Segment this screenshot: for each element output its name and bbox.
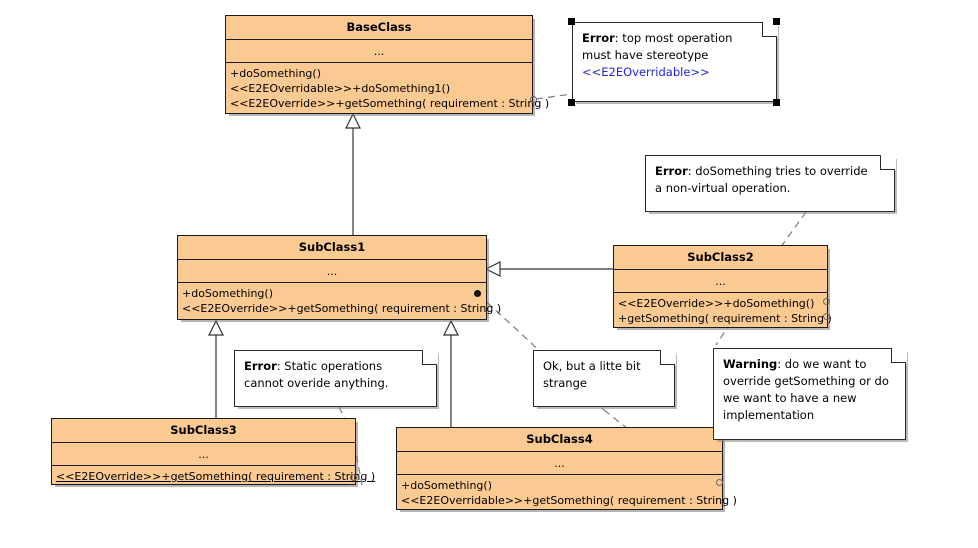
class-baseclass-name: BaseClass [226, 16, 532, 40]
note-line-1: : do we want to [777, 357, 867, 371]
operation-row: <<E2EOverride>>+getSomething( requiremen… [230, 97, 550, 110]
note-stereotype-link[interactable]: <<E2EOverridable>> [582, 65, 710, 79]
note-line-1: Ok, but a litte bit [543, 359, 641, 373]
note-stereotype-error-text: Error: top most operation must have ster… [572, 22, 777, 87]
anchor-point-subclass4-op1[interactable] [716, 479, 723, 486]
note-warning-text: Warning: do we want to override getSomet… [713, 348, 906, 430]
generalization-sub2-sub1 [484, 261, 613, 277]
note-line-2: override getSomething or do [723, 374, 889, 388]
note-ok-comment-text: Ok, but a litte bit strange [533, 350, 675, 398]
anchor-point-subclass2-op2[interactable] [823, 313, 830, 320]
class-subclass4-attributes: ... [397, 452, 722, 475]
generalization-sub4-sub1 [443, 319, 459, 427]
operation-row: <<E2EOverridable>>+doSomething1() [230, 82, 451, 95]
operation-row: +doSomething() [401, 479, 493, 492]
selection-handle-bottom-right[interactable] [773, 99, 780, 106]
class-subclass1-name: SubClass1 [178, 236, 486, 260]
note-line-2: strange [543, 376, 587, 390]
note-background [645, 155, 895, 212]
anchor-point-subclass2-op1[interactable] [823, 298, 830, 305]
note-static-error[interactable]: Error: Static operations cannot overide … [234, 349, 438, 407]
note-fold-icon [660, 350, 675, 365]
note-severity-label: Error [655, 164, 688, 178]
generalization-sub3-sub1 [208, 319, 224, 418]
note-nonvirtual-error-text: Error: doSomething tries to override a n… [645, 155, 895, 203]
note-fold-icon [762, 22, 777, 37]
note-background [572, 22, 777, 102]
operation-row: <<E2EOverridable>>+getSomething( require… [401, 494, 737, 507]
generalization-sub1-base [345, 112, 361, 235]
class-subclass3-attributes: ... [52, 443, 355, 466]
operation-row: <<E2EOverride>>+doSomething() [618, 297, 815, 310]
operation-row: +doSomething() [230, 67, 322, 80]
class-baseclass[interactable]: BaseClass ... +doSomething() <<E2EOverri… [225, 15, 550, 115]
selection-handle-top-right[interactable] [773, 18, 780, 25]
class-subclass3-operations: <<E2EOverride>>+getSomething( requiremen… [52, 466, 376, 488]
class-subclass1-operations: +doSomething() <<E2EOverride>>+getSometh… [178, 283, 502, 320]
class-subclass1-attributes: ... [178, 260, 486, 283]
class-subclass4-operations: +doSomething() <<E2EOverridable>>+getSom… [397, 475, 737, 512]
operation-row: +doSomething() [182, 287, 274, 300]
note-severity-label: Warning [723, 357, 778, 371]
note-stereotype-error[interactable]: Error: top most operation must have ster… [572, 21, 778, 102]
note-line-2: must have stereotype [582, 48, 709, 62]
note-background [713, 348, 906, 440]
anchor-point-subclass3-op1[interactable] [350, 474, 357, 481]
selection-handle-top-left[interactable] [568, 18, 575, 25]
note-severity-label: Error [582, 31, 615, 45]
note-line-4: implementation [723, 408, 815, 422]
note-static-error-text: Error: Static operations cannot overide … [234, 350, 437, 398]
anchor-point-baseclass-right[interactable] [530, 96, 537, 103]
note-line-1: : Static operations [276, 359, 383, 373]
operation-row-static: <<E2EOverride>>+getSomething( requiremen… [56, 470, 376, 483]
note-fold-icon [880, 155, 895, 170]
class-subclass4-name: SubClass4 [397, 428, 722, 452]
class-baseclass-operations: +doSomething() <<E2EOverridable>>+doSome… [226, 63, 550, 115]
note-line-2: a non-virtual operation. [655, 181, 791, 195]
note-warning[interactable]: Warning: do we want to override getSomet… [713, 347, 907, 440]
selection-handle-bottom-left[interactable] [568, 99, 575, 106]
note-nonvirtual-error[interactable]: Error: doSomething tries to override a n… [645, 154, 896, 212]
note-ok-comment[interactable]: Ok, but a litte bit strange [533, 349, 676, 407]
class-subclass3-name: SubClass3 [52, 419, 355, 443]
operation-row: <<E2EOverride>>+getSomething( requiremen… [182, 302, 502, 315]
class-subclass3[interactable]: SubClass3 ... <<E2EOverride>>+getSomethi… [51, 418, 376, 488]
class-subclass2[interactable]: SubClass2 ... <<E2EOverride>>+doSomethin… [613, 245, 832, 330]
class-subclass2-attributes: ... [614, 270, 827, 293]
note-line-1: : top most operation [614, 31, 733, 45]
note-line-1: : doSomething tries to override [687, 164, 868, 178]
class-subclass4[interactable]: SubClass4 ... +doSomething() <<E2EOverri… [396, 427, 737, 512]
anchor-point-subclass1-right[interactable] [474, 290, 481, 297]
note-severity-label: Error [244, 359, 277, 373]
class-subclass1[interactable]: SubClass1 ... +doSomething() <<E2EOverri… [177, 235, 502, 320]
operation-row: +getSomething( requirement : String ) [618, 312, 832, 325]
note-fold-icon [891, 348, 906, 363]
note-fold-icon [422, 350, 437, 365]
note-line-3: we want to have a new [723, 391, 857, 405]
class-baseclass-attributes: ... [226, 40, 532, 63]
class-subclass2-operations: <<E2EOverride>>+doSomething() +getSometh… [614, 293, 832, 330]
note-background [234, 350, 437, 407]
class-subclass2-name: SubClass2 [614, 246, 827, 270]
note-line-2: cannot overide anything. [244, 376, 389, 390]
